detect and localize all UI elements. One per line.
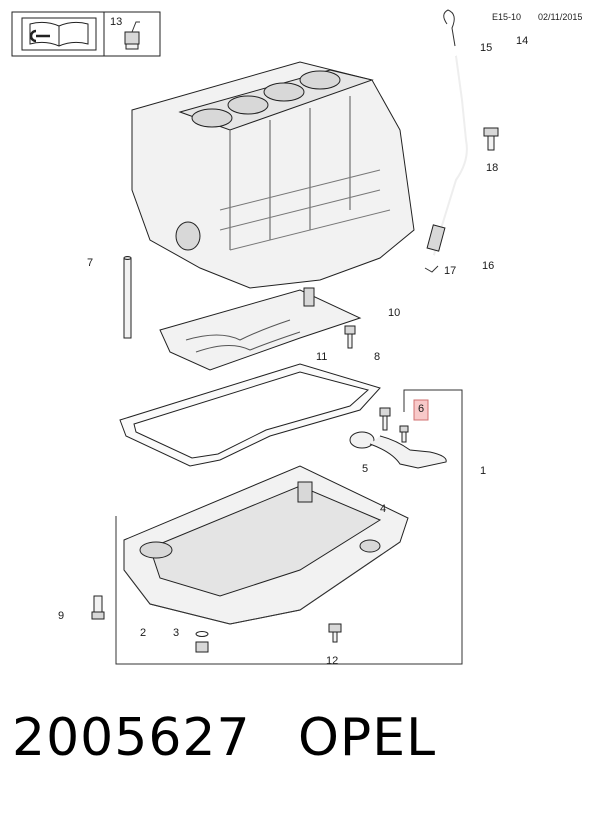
- callout-10: 10: [388, 307, 400, 319]
- callout-16: 16: [482, 260, 494, 272]
- bolt-12: [328, 623, 342, 643]
- engine-block: [131, 61, 415, 289]
- part-number: 2005627: [12, 708, 251, 768]
- bolt-11: [344, 325, 356, 349]
- sealant-tube-icon: [124, 21, 140, 50]
- oil-pan: [123, 465, 409, 625]
- callout-7: 7: [87, 257, 93, 269]
- callout-5: 5: [362, 463, 368, 475]
- bolt-9: [91, 595, 105, 620]
- oil-pickup-tube: [349, 431, 447, 469]
- dowel-pin-7: [123, 256, 132, 339]
- dipstick-assembly: [424, 9, 468, 273]
- bolt-6: [379, 407, 409, 443]
- callout-8: 8: [374, 351, 380, 363]
- manual-book-wrench-icon: [21, 17, 97, 51]
- callout-9: 9: [58, 610, 64, 622]
- oil-baffle-plate: [159, 287, 362, 371]
- callout-18: 18: [486, 162, 498, 174]
- callout-2: 2: [140, 627, 146, 639]
- highlight-box-6: [413, 399, 429, 421]
- callout-6: 6: [418, 403, 424, 415]
- diagram-code: E15-10: [492, 12, 521, 22]
- callout-15: 15: [480, 42, 492, 54]
- header-legend-box: 13: [11, 11, 161, 57]
- callout-3: 3: [173, 627, 179, 639]
- callout-17: 17: [444, 265, 456, 277]
- callout-12: 12: [326, 655, 338, 667]
- callout-13: 13: [110, 16, 122, 28]
- callout-4: 4: [380, 503, 386, 515]
- callout-1: 1: [480, 465, 486, 477]
- bolt-18: [483, 127, 499, 151]
- diagram-date: 02/11/2015: [538, 12, 582, 22]
- drain-plug: [195, 631, 209, 653]
- callout-11: 11: [316, 351, 327, 363]
- assembly-frame: [115, 389, 463, 665]
- oil-pan-gasket: [119, 363, 381, 467]
- callout-14: 14: [516, 35, 528, 47]
- brand-name: OPEL: [298, 708, 437, 768]
